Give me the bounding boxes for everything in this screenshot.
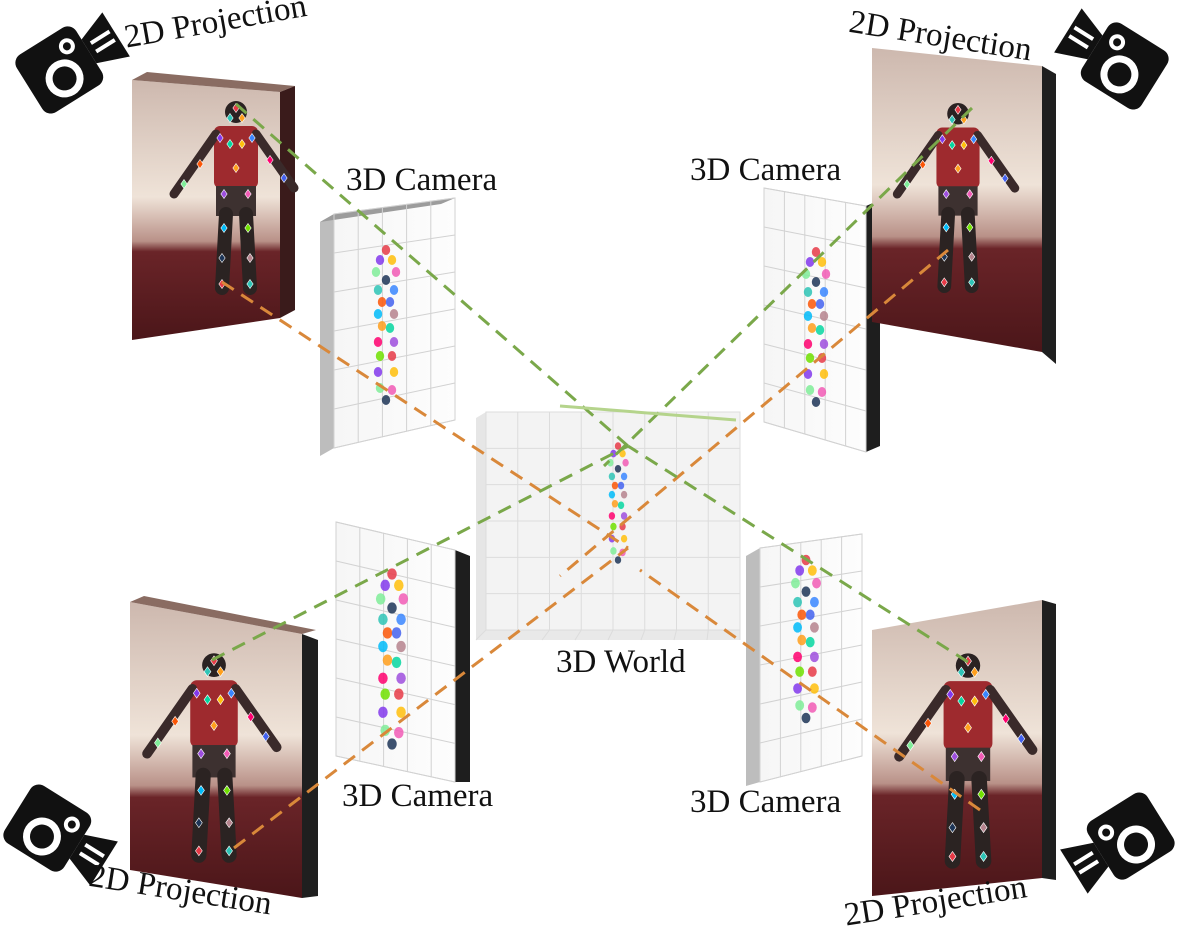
- projection-lines: [211, 102, 981, 850]
- label-camera-bottom-right: 3D Camera: [690, 784, 842, 820]
- line-tr-orange: [559, 248, 949, 578]
- line-tl-orange: [221, 280, 629, 550]
- line-br-orange: [639, 568, 981, 812]
- line-world-tl-light: [559, 404, 737, 422]
- world-cube: [475, 411, 741, 641]
- camera-icon-top-right: [1054, 8, 1169, 110]
- camera-panel-bottom-left: [335, 521, 470, 783]
- label-camera-bottom-left: 3D Camera: [342, 778, 494, 814]
- projection-image-bottom-right: [872, 600, 1056, 896]
- skeleton-camera-top-right: [801, 247, 831, 407]
- camera-panel-bottom-right: [746, 533, 863, 786]
- line-br-green: [627, 444, 969, 664]
- line-tl-green: [235, 102, 629, 448]
- camera-panel-top-right: [763, 187, 880, 453]
- camera-icon-bottom-left: [3, 784, 118, 886]
- label-camera-top-right: 3D Camera: [690, 152, 842, 188]
- skeleton-camera-bottom-right: [791, 554, 821, 724]
- line-tr-green: [602, 106, 974, 468]
- skeleton-camera-bottom-left: [375, 568, 409, 750]
- camera-icon-bottom-right: [1060, 792, 1175, 894]
- camera-icon-top-left: [15, 12, 130, 114]
- label-camera-top-left: 3D Camera: [346, 162, 498, 198]
- projection-image-bottom-left: [130, 596, 318, 898]
- projection-image-top-right: [872, 48, 1056, 364]
- line-bl-orange: [233, 546, 629, 850]
- line-bl-green: [211, 444, 629, 662]
- skeleton-camera-top-left: [371, 245, 401, 405]
- skeleton-world: [607, 442, 629, 564]
- label-world: 3D World: [556, 644, 686, 680]
- projection-image-top-left: [132, 72, 299, 340]
